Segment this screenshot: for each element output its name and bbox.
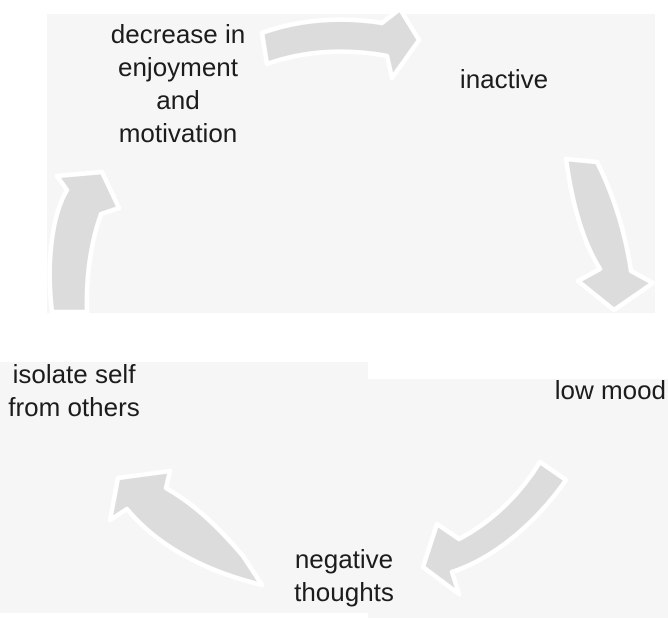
arrow-low-mood-to-negative-thoughts-icon — [420, 459, 569, 597]
background-panel-bottom-left — [0, 362, 368, 613]
arrow-negative-thoughts-to-isolate-self-icon — [107, 468, 265, 588]
node-isolate-self: isolate self from others — [8, 359, 140, 422]
node-inactive: inactive — [459, 64, 549, 94]
node-decrease-motivation: decrease in enjoyment and motivation — [110, 19, 246, 148]
arrow-isolate-self-to-decrease-icon — [47, 169, 122, 315]
node-negative-thoughts: negative thoughts — [294, 544, 394, 607]
background-panel-top — [47, 14, 655, 313]
arrow-inactive-to-low-mood-icon — [563, 156, 656, 313]
node-low-mood: low mood — [554, 375, 666, 405]
arrow-decrease-to-inactive-icon — [259, 6, 422, 81]
